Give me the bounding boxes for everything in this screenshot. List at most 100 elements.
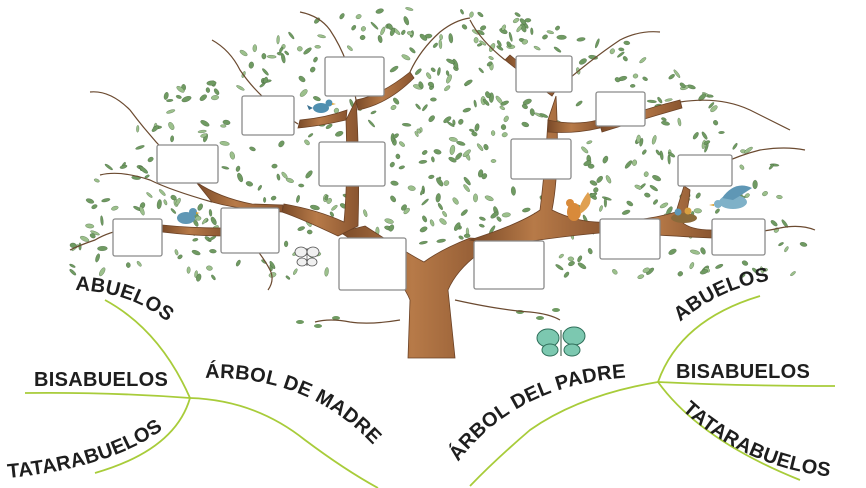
leaf: [446, 58, 455, 65]
leaf: [653, 199, 658, 205]
leaf: [741, 260, 749, 266]
leaf: [403, 16, 410, 26]
leaf: [213, 88, 220, 95]
leaf: [205, 87, 210, 93]
leaf: [718, 131, 725, 134]
leaf: [324, 194, 329, 201]
leaf: [437, 67, 441, 76]
leaf: [208, 209, 213, 217]
leaf: [612, 269, 618, 275]
leaf: [778, 242, 784, 247]
leaf: [482, 98, 490, 106]
leaf: [220, 124, 227, 128]
leaf: [521, 103, 528, 110]
leaf: [542, 34, 548, 40]
leaf: [313, 96, 321, 102]
leaf: [249, 146, 256, 152]
leaf: [351, 25, 357, 31]
name-box-great-great-grandparent-left-1: [112, 218, 163, 257]
mother-side: ÁRBOL DE MADRE ABUELOS BISABUELOS TATARA…: [6, 273, 385, 483]
leaf: [435, 193, 441, 203]
leaf: [201, 217, 208, 225]
leaf: [416, 128, 422, 134]
name-box-grandparent-left: [338, 237, 407, 291]
leaf: [752, 267, 759, 274]
leaf: [168, 122, 175, 130]
leaf: [449, 144, 456, 155]
leaf: [304, 139, 310, 146]
leaf: [177, 254, 183, 260]
leaf: [266, 55, 277, 59]
leaf: [744, 146, 753, 154]
leaf: [296, 195, 300, 203]
leaf: [539, 113, 549, 118]
leaf: [496, 216, 502, 222]
leaf: [196, 273, 202, 282]
leaf: [245, 181, 253, 187]
leaf: [646, 99, 657, 103]
father-side: ÁRBOL DEL PADRE ABUELOS BISABUELOS TATAR…: [444, 264, 832, 482]
leaf: [514, 12, 521, 17]
leaf: [428, 174, 435, 179]
leaf: [418, 160, 428, 164]
bird-icon: [307, 99, 336, 113]
leaf: [622, 56, 628, 62]
father-tree-label: ÁRBOL DEL PADRE: [444, 361, 627, 465]
leaf: [634, 184, 642, 190]
leaf: [752, 179, 758, 190]
leaf: [460, 209, 468, 216]
leaf: [479, 40, 487, 46]
leaf: [479, 216, 486, 221]
leaf: [355, 14, 362, 20]
leaf: [97, 246, 108, 251]
leaf: [69, 242, 77, 248]
leaf: [325, 123, 333, 129]
leaf: [409, 47, 416, 54]
bird-icon: [709, 185, 752, 209]
leaf: [443, 180, 450, 186]
leaf: [262, 68, 269, 76]
leaf: [200, 133, 208, 138]
leaf: [136, 125, 140, 133]
leaf: [317, 34, 326, 39]
father-abuelos-label: ABUELOS: [670, 264, 771, 326]
leaf: [144, 174, 150, 179]
leaf: [713, 120, 719, 126]
leaf: [199, 94, 207, 101]
leaf: [474, 123, 480, 132]
leaf: [403, 207, 410, 215]
mother-abuelos-label: ABUELOS: [75, 273, 178, 326]
leaf: [501, 24, 506, 31]
leaf: [623, 40, 631, 45]
leaf: [279, 46, 284, 53]
leaf: [419, 33, 428, 41]
leaf: [388, 224, 395, 232]
leaf: [486, 61, 493, 67]
leaf: [166, 109, 176, 114]
leaf: [469, 128, 475, 132]
leaf: [430, 97, 437, 102]
leaf: [508, 31, 513, 42]
leaf: [491, 130, 496, 136]
leaf: [126, 262, 131, 268]
leaf: [399, 141, 405, 147]
leaf: [252, 44, 257, 53]
leaf: [221, 166, 230, 170]
name-box-great-great-grandparent-right-3: [677, 154, 733, 187]
leaf: [567, 256, 575, 262]
leaf: [293, 268, 298, 275]
leaf: [235, 259, 241, 267]
leaf: [448, 137, 458, 142]
leaf: [370, 110, 377, 115]
leaf: [377, 35, 383, 43]
leaf: [276, 173, 281, 181]
leaf: [576, 37, 586, 42]
leaf: [533, 45, 541, 51]
leaf: [469, 11, 474, 18]
leaf: [632, 159, 637, 166]
leaf: [636, 134, 641, 143]
leaf: [91, 204, 98, 210]
leaf: [360, 26, 366, 32]
leaf: [263, 76, 268, 84]
leaf: [422, 215, 428, 223]
